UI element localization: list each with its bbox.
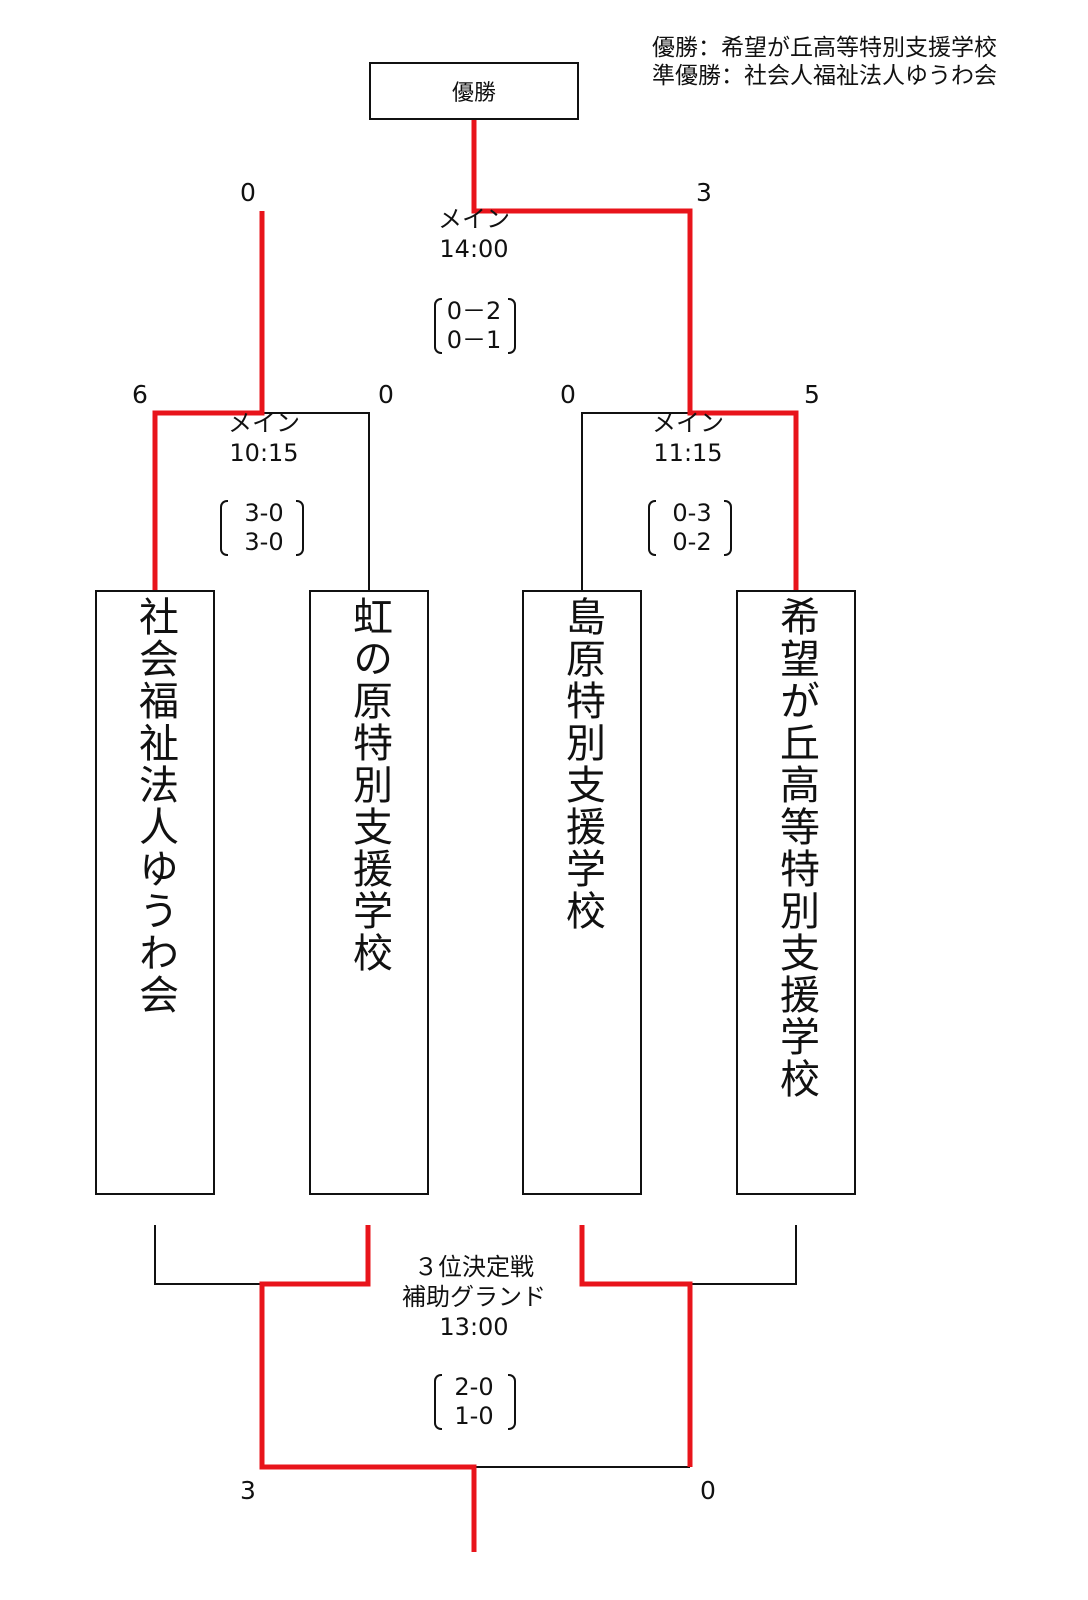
third-place-set-1: 2-0	[454, 1373, 494, 1401]
semi-right-time: 11:15	[653, 439, 723, 467]
final-time: 14:00	[439, 235, 509, 263]
third-place-score-right: 0	[700, 1476, 716, 1505]
result-summary: 優勝：希望が丘高等特別支援学校 準優勝：社会人福祉法人ゆうわ会	[652, 34, 997, 90]
final-set-2: 0－1	[446, 326, 502, 354]
champion-box: 優勝	[369, 62, 579, 120]
semi-right-set-2: 0-2	[672, 528, 712, 556]
team-box-3: 島原特別支援学校	[522, 590, 642, 1195]
final-match-info: メイン 14:00	[374, 204, 574, 264]
semi-left-score-left: 6	[132, 380, 148, 409]
semi-right-venue: メイン	[652, 409, 724, 437]
semi-right-set-1: 0-3	[672, 499, 712, 527]
team-box-4: 希望が丘高等特別支援学校	[736, 590, 856, 1195]
semi-left-venue: メイン	[228, 409, 300, 437]
semi-right-score-right: 5	[804, 380, 820, 409]
third-place-sets-paren-right	[508, 1374, 516, 1430]
final-venue: メイン	[438, 205, 510, 233]
team-name-1: 社会福祉法人ゆうわ会	[132, 596, 178, 1016]
semi-left-set-2: 3-0	[244, 528, 284, 556]
semi-left-match-info: メイン 10:15	[164, 408, 364, 468]
final-sets: 0－2 0－1	[438, 297, 510, 355]
third-place-set-2: 1-0	[454, 1402, 494, 1430]
team-name-4: 希望が丘高等特別支援学校	[773, 596, 819, 1100]
semi-right-sets-paren-right	[724, 500, 732, 556]
semi-right-score-left: 0	[560, 380, 576, 409]
final-sets-paren-left	[434, 298, 442, 354]
team-name-3: 島原特別支援学校	[559, 596, 605, 932]
semi-right-sets: 0-3 0-2	[656, 499, 728, 557]
team-box-1: 社会福祉法人ゆうわ会	[95, 590, 215, 1195]
semi-left-score-right: 0	[378, 380, 394, 409]
final-set-1: 0－2	[446, 297, 502, 325]
bracket-lines-winner	[152, 120, 799, 1552]
final-sets-paren-right	[508, 298, 516, 354]
final-score-right: 3	[696, 178, 712, 207]
third-place-sets-paren-left	[434, 1374, 442, 1430]
team-name-2: 虹の原特別支援学校	[346, 596, 392, 974]
semi-left-sets: 3-0 3-0	[228, 499, 300, 557]
team-box-2: 虹の原特別支援学校	[309, 590, 429, 1195]
champion-box-label: 優勝	[451, 81, 496, 106]
champion-summary: 優勝：希望が丘高等特別支援学校	[652, 35, 997, 61]
semi-left-sets-paren-right	[296, 500, 304, 556]
third-place-score-left: 3	[240, 1476, 256, 1505]
semi-right-sets-paren-left	[648, 500, 656, 556]
semi-left-sets-paren-left	[220, 500, 228, 556]
final-score-left: 0	[240, 178, 256, 207]
third-place-title: ３位決定戦	[414, 1253, 534, 1281]
semi-left-time: 10:15	[229, 439, 299, 467]
third-place-match-info: ３位決定戦 補助グランド 13:00	[374, 1252, 574, 1342]
third-place-time: 13:00	[439, 1313, 509, 1341]
third-place-sets: 2-0 1-0	[438, 1373, 510, 1431]
semi-right-match-info: メイン 11:15	[588, 408, 788, 468]
semi-left-set-1: 3-0	[244, 499, 284, 527]
third-place-venue: 補助グランド	[402, 1283, 546, 1311]
runner-up-summary: 準優勝：社会人福祉法人ゆうわ会	[652, 63, 997, 89]
